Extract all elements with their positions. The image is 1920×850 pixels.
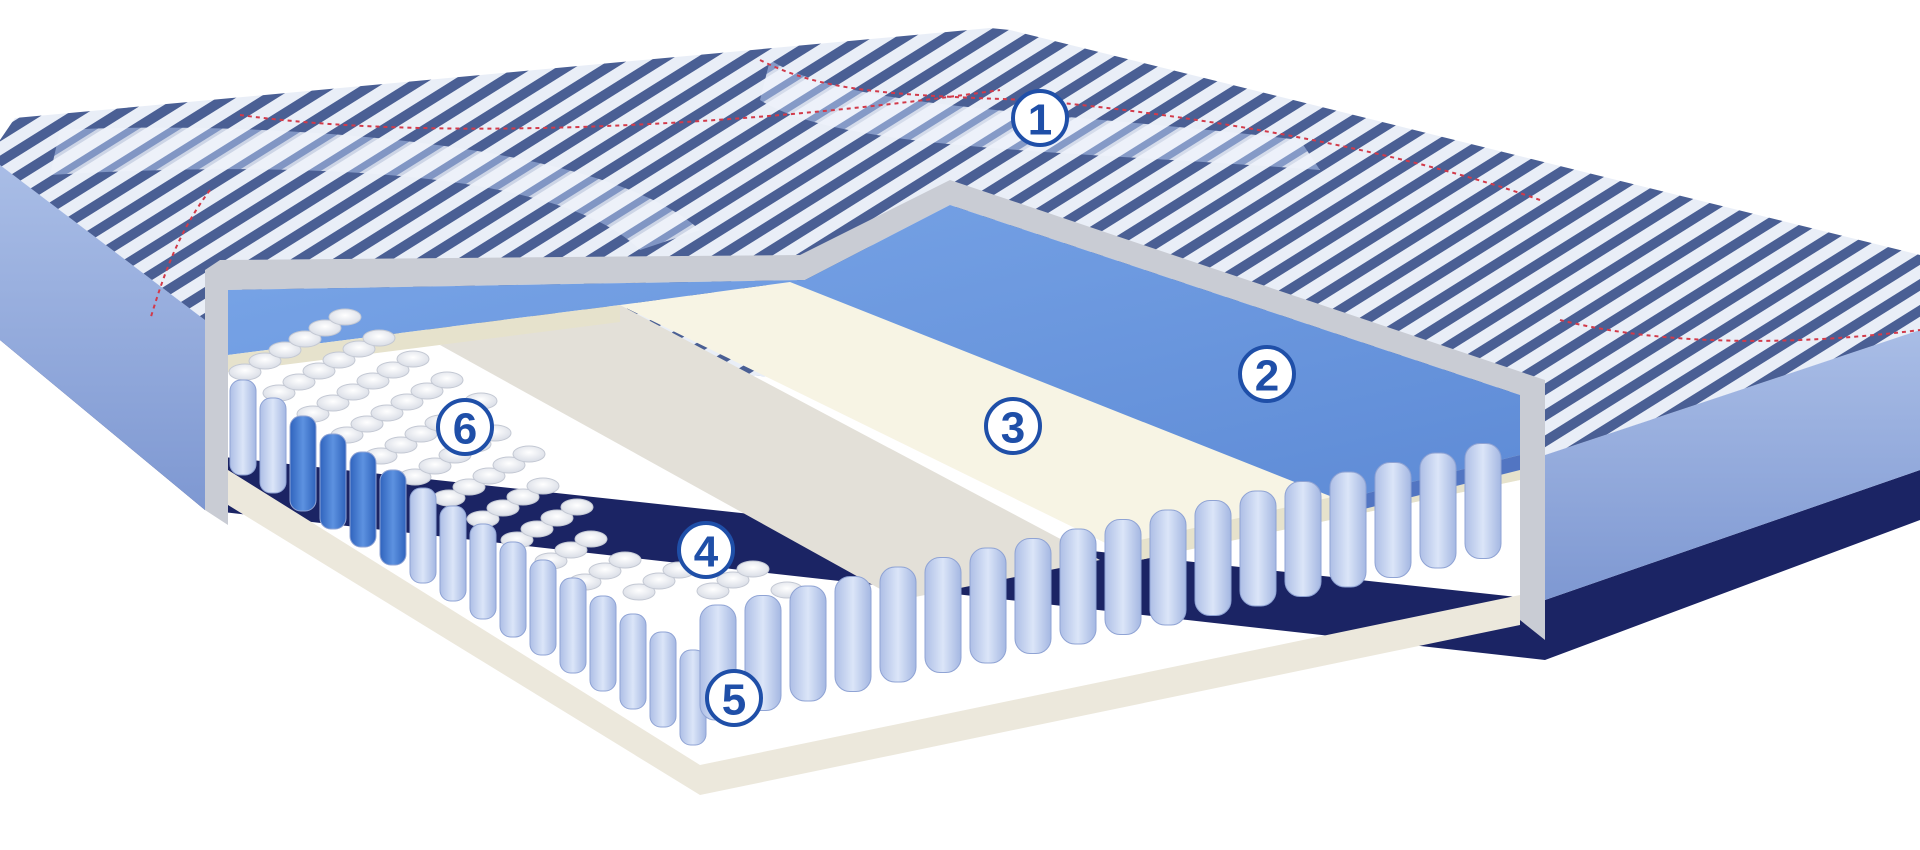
spring-top	[362, 329, 396, 347]
label-badge-5-text: 5	[722, 676, 746, 725]
spring-top	[328, 308, 362, 326]
label-badge-2: 2	[1238, 345, 1296, 403]
spring-top	[526, 477, 560, 495]
pocket-spring	[969, 547, 1007, 664]
label-badge-6-text: 6	[453, 405, 477, 454]
pocket-spring-row	[229, 379, 1502, 746]
mattress-side-left	[0, 165, 205, 510]
pocket-spring	[1149, 509, 1187, 626]
spring-top	[282, 373, 316, 391]
pocket-spring	[1194, 500, 1232, 616]
spring-top	[512, 445, 546, 463]
spring-top	[316, 394, 350, 412]
spring-top	[302, 362, 336, 380]
mattress-side-right	[1545, 330, 1920, 600]
spring-top	[642, 572, 676, 590]
spring-top	[486, 499, 520, 517]
pocket-spring	[1014, 538, 1052, 654]
pocket-spring	[649, 631, 677, 728]
pocket-spring	[589, 595, 617, 692]
spring-top	[390, 393, 424, 411]
spring-top	[472, 467, 506, 485]
spring-top	[506, 488, 540, 506]
spring-top	[492, 456, 526, 474]
spring-top	[574, 530, 608, 548]
pocket-spring	[1329, 471, 1367, 588]
spring-top	[608, 551, 642, 569]
pocket-spring	[789, 585, 827, 702]
pocket-spring	[1374, 462, 1412, 578]
pocket-spring	[924, 557, 962, 673]
spring-top	[540, 509, 574, 527]
spring-top	[356, 372, 390, 390]
label-badge-1: 1	[1011, 89, 1069, 147]
pocket-spring-tops	[228, 308, 804, 601]
spring-top	[288, 330, 322, 348]
pocket-spring	[1464, 443, 1502, 559]
pocket-spring	[1284, 481, 1322, 597]
base-board-layer	[228, 470, 1520, 795]
memory-foam-layer	[228, 205, 1520, 500]
spring-top	[322, 351, 356, 369]
spring-top	[248, 352, 282, 370]
spring-top	[342, 340, 376, 358]
spring-top	[736, 560, 770, 578]
spring-top	[430, 371, 464, 389]
pocket-spring	[379, 469, 407, 566]
spring-top	[336, 383, 370, 401]
label-badge-3: 3	[984, 397, 1042, 455]
cover-wave-pattern-2	[50, 127, 700, 250]
label-badge-2-text: 2	[1255, 352, 1279, 401]
spring-top	[308, 319, 342, 337]
spring-top	[554, 541, 588, 559]
pocket-spring	[469, 523, 497, 620]
pocket-spring	[319, 433, 347, 530]
cover-edge-seam	[149, 59, 1920, 342]
pocket-spring	[879, 566, 917, 683]
label-badge-5: 5	[705, 669, 763, 727]
spring-top	[384, 436, 418, 454]
pocket-spring	[349, 451, 377, 548]
spring-top	[418, 457, 452, 475]
spring-top	[588, 562, 622, 580]
spring-top	[350, 415, 384, 433]
pocket-spring	[229, 379, 257, 476]
pocket-spring	[439, 505, 467, 602]
label-badge-6: 6	[436, 398, 494, 456]
pocket-spring	[259, 397, 287, 494]
pocket-spring	[559, 577, 587, 674]
spring-top	[396, 350, 430, 368]
pocket-spring	[834, 576, 872, 692]
spring-top	[452, 478, 486, 496]
spring-top	[370, 404, 404, 422]
pocket-spring	[499, 541, 527, 638]
pocket-spring	[529, 559, 557, 656]
spring-top	[560, 498, 594, 516]
pocket-spring	[1239, 490, 1277, 607]
spring-top	[268, 341, 302, 359]
pocket-spring	[1419, 452, 1457, 569]
label-badge-3-text: 3	[1001, 404, 1025, 453]
label-badge-4: 4	[677, 521, 735, 579]
pocket-spring	[1104, 519, 1142, 635]
pocket-spring	[289, 415, 317, 512]
label-badge-4-text: 4	[694, 528, 719, 577]
pocket-spring	[1059, 528, 1097, 645]
spring-top	[410, 382, 444, 400]
spring-top	[376, 361, 410, 379]
felt-insulator-layer	[440, 305, 1100, 600]
spring-top	[716, 571, 750, 589]
pocket-spring	[619, 613, 647, 710]
spring-top	[696, 582, 730, 600]
spring-top	[622, 583, 656, 601]
label-badge-1-text: 1	[1028, 96, 1052, 145]
pocket-spring	[409, 487, 437, 584]
spring-top	[520, 520, 554, 538]
